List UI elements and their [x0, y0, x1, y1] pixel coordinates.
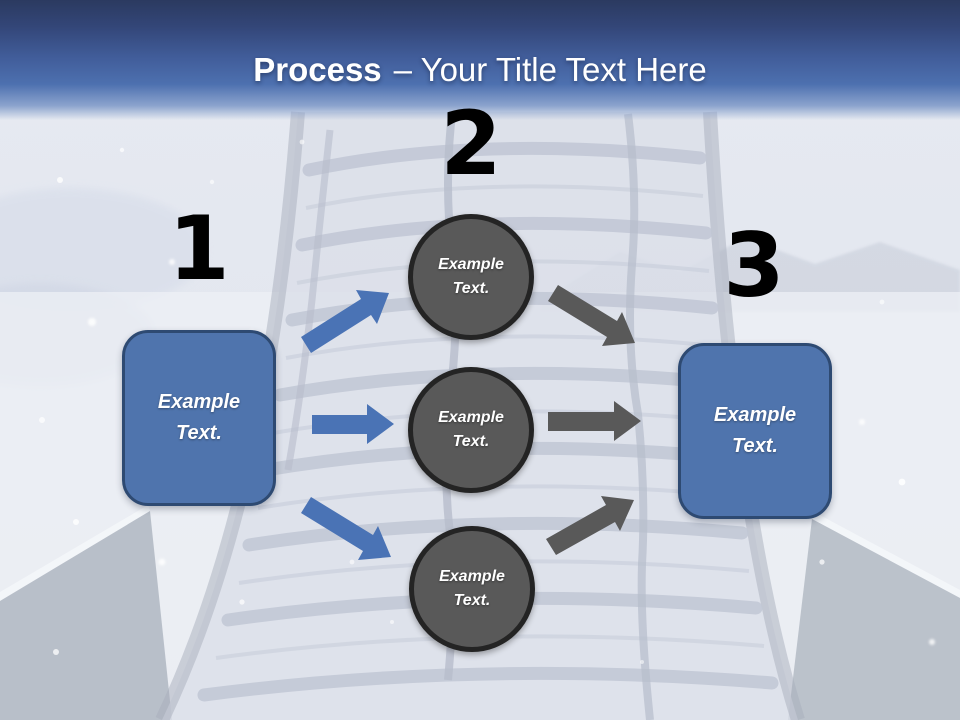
- snowy-trees: [0, 188, 205, 312]
- step3-box-label: Example Text.: [713, 404, 797, 457]
- road-edge-right: [812, 513, 960, 598]
- arrow-4-gray: [548, 285, 635, 346]
- step1-box[interactable]: Example Text.: [122, 330, 276, 506]
- step2-circle-1-label: Example Text.: [438, 256, 504, 297]
- step3-box[interactable]: Example Text.: [678, 343, 832, 519]
- step2-circle-3-label: Example Text.: [439, 568, 505, 609]
- step1-box-label: Example Text.: [157, 391, 241, 444]
- arrow-2-blue: [312, 404, 394, 444]
- arrow-1-blue: [301, 290, 389, 353]
- step-number-2: 2: [440, 92, 502, 195]
- arrow-3-blue: [301, 497, 391, 560]
- road-left: [0, 511, 172, 720]
- title-banner: Process – Your Title Text Here: [0, 0, 960, 120]
- road-right: [788, 519, 960, 720]
- slide-title-topic: Process: [253, 51, 382, 88]
- slide-title-text: – Your Title Text Here: [393, 51, 707, 88]
- step2-circle-2[interactable]: Example Text.: [408, 367, 534, 493]
- step-number-1: 1: [168, 197, 230, 300]
- arrow-6-gray: [546, 496, 634, 555]
- step2-circle-3[interactable]: Example Text.: [409, 526, 535, 652]
- step-number-3: 3: [723, 214, 785, 317]
- slide-title: Process – Your Title Text Here: [0, 51, 960, 88]
- step2-circle-2-label: Example Text.: [438, 409, 504, 450]
- road-edge-left: [0, 505, 150, 601]
- arrow-5-gray: [548, 401, 641, 441]
- step2-circle-1[interactable]: Example Text.: [408, 214, 534, 340]
